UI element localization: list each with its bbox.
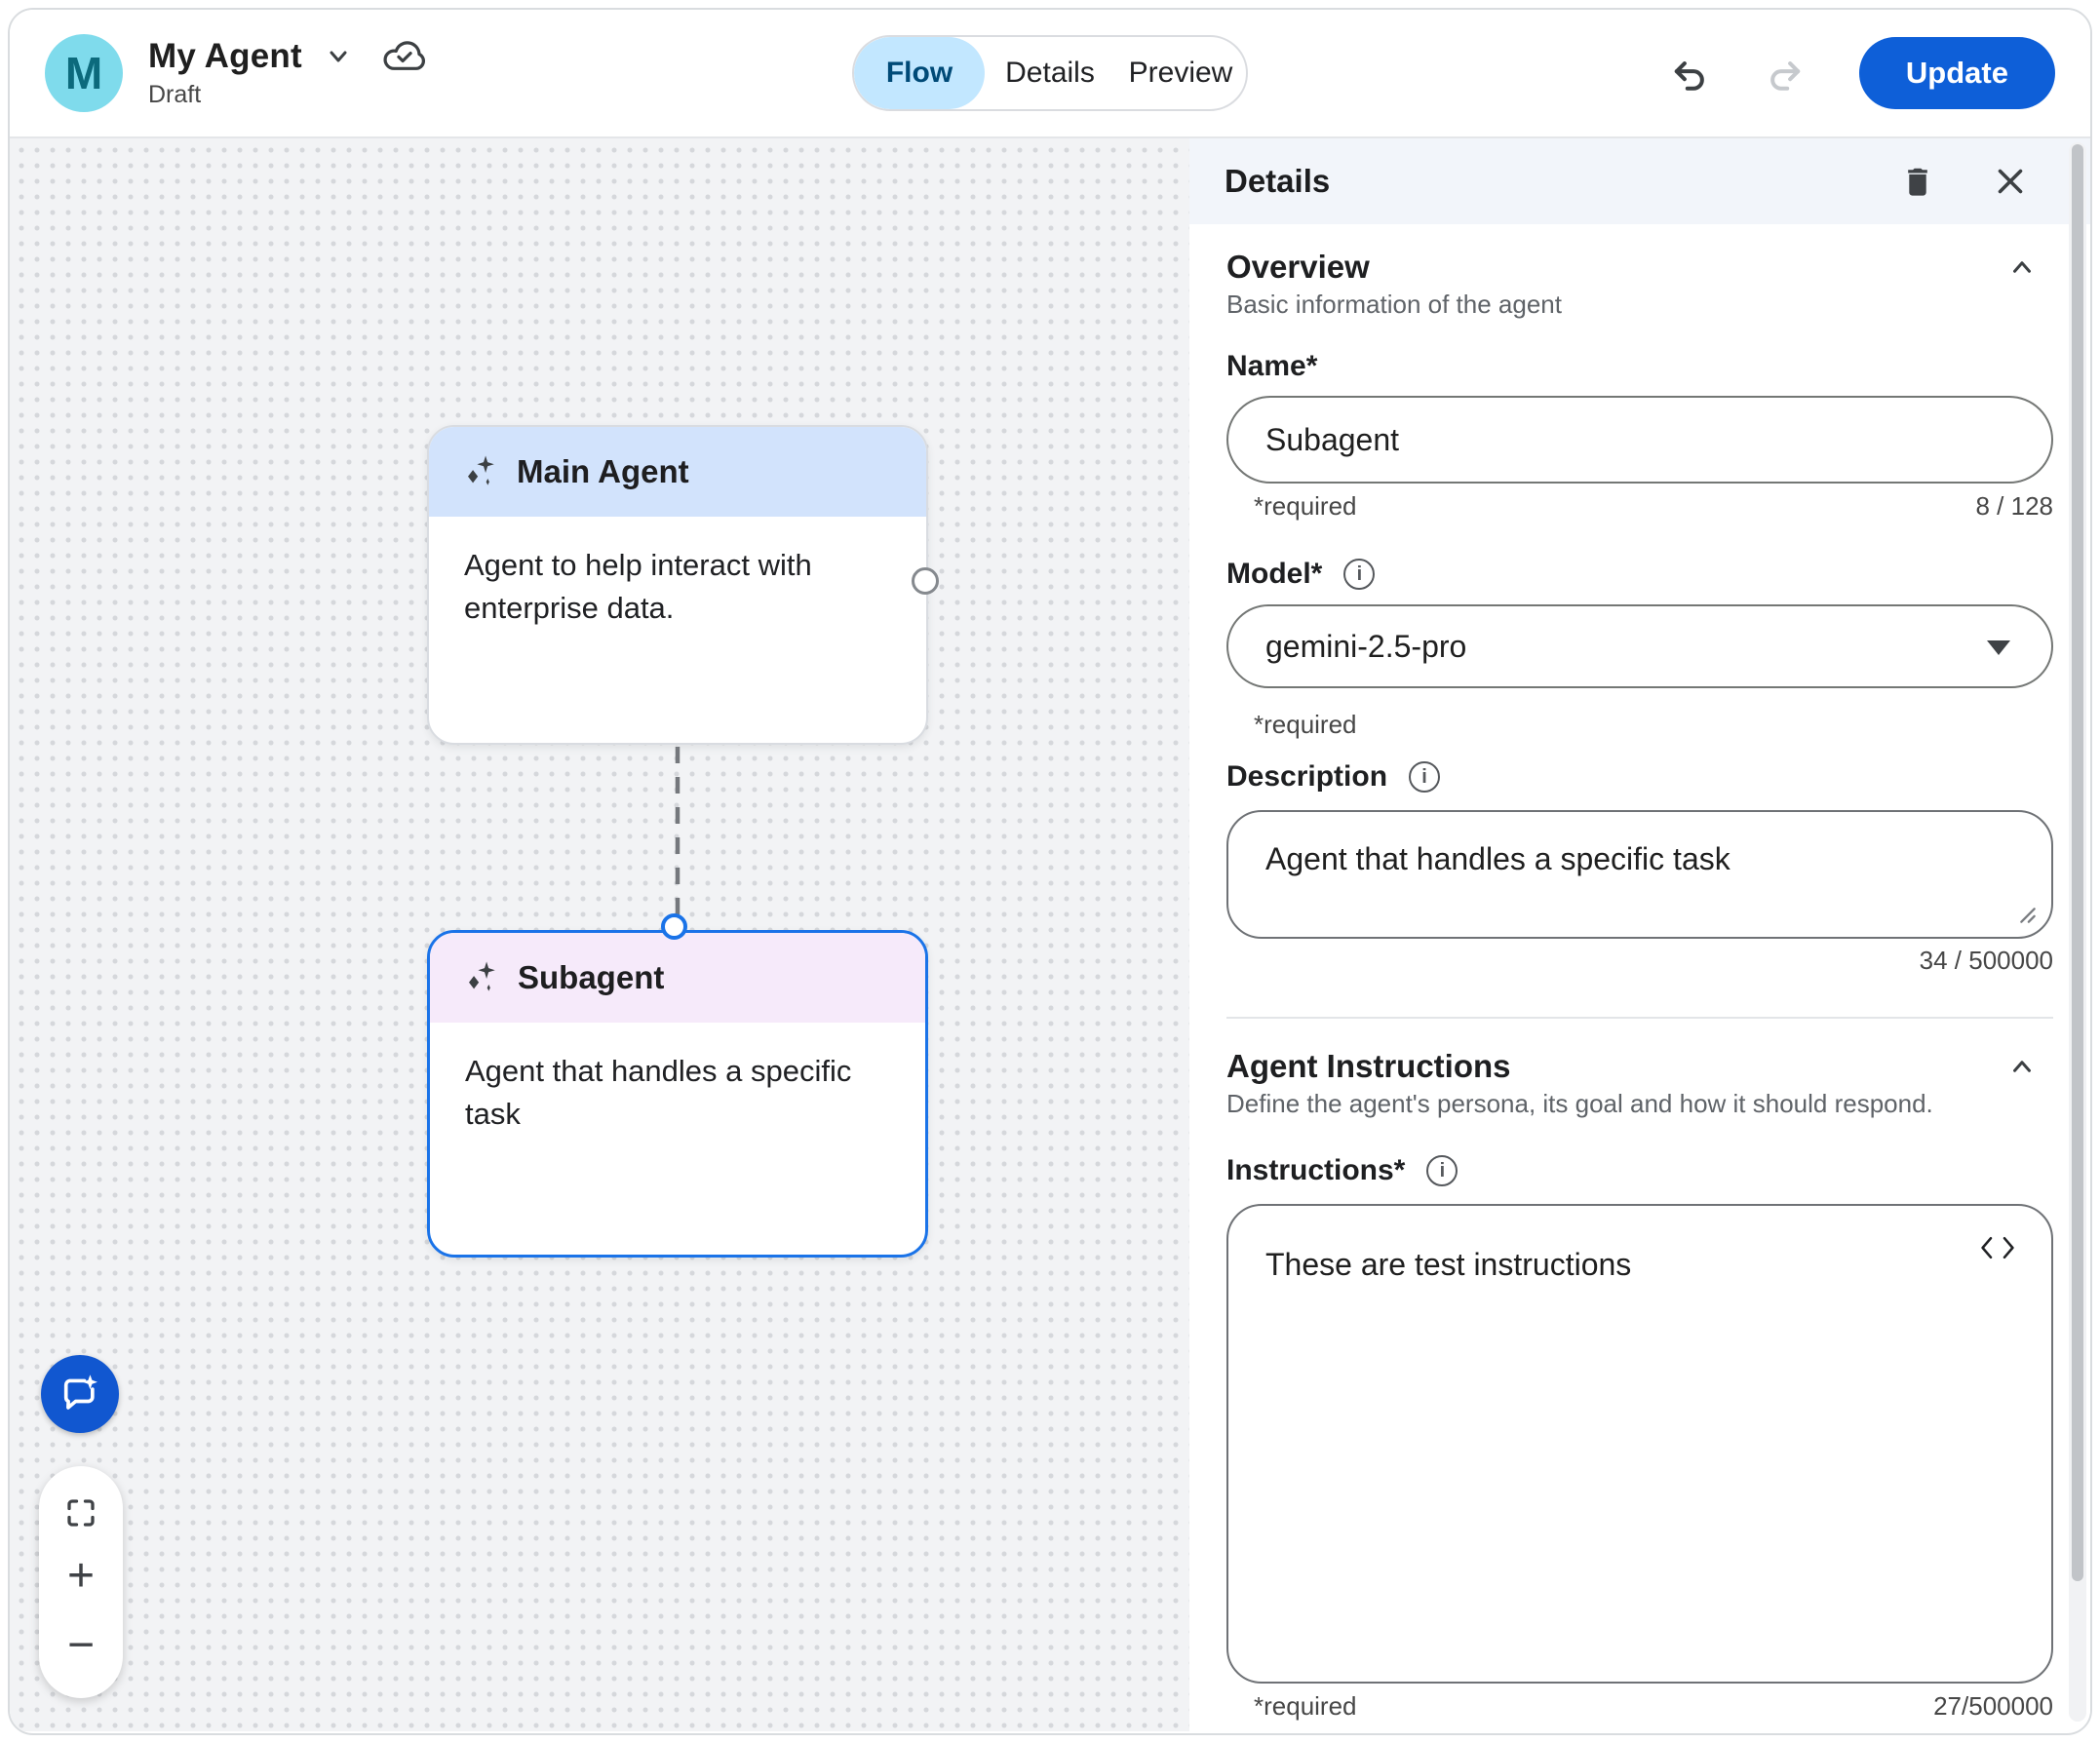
flow-canvas[interactable]: Main Agent Agent to help interact with e…	[10, 138, 1189, 1731]
redo-icon[interactable]	[1764, 52, 1807, 95]
node-title: Main Agent	[517, 453, 689, 489]
agent-instructions-heading: Agent Instructions	[1226, 1048, 1511, 1084]
node-subagent-header: Subagent	[430, 933, 925, 1023]
ai-sparkle-icon	[463, 959, 500, 996]
model-info-icon[interactable]: i	[1343, 559, 1376, 590]
collapse-overview-icon[interactable]	[2006, 252, 2038, 283]
app-window: M My Agent Draft Flow Details Preview	[8, 8, 2092, 1735]
instructions-char-counter: 27/500000	[1933, 1691, 2053, 1721]
edge-main-to-subagent	[675, 747, 681, 930]
overview-heading: Overview	[1226, 249, 1370, 285]
name-char-counter: 8 / 128	[1975, 491, 2053, 521]
chevron-down-icon[interactable]	[324, 42, 353, 71]
instructions-info-icon[interactable]: i	[1426, 1155, 1458, 1186]
description-textarea[interactable]: Agent that handles a specific task	[1228, 812, 2051, 937]
details-panel: Details Overview	[1189, 138, 2090, 1731]
undo-icon[interactable]	[1668, 52, 1711, 95]
dropdown-arrow-icon	[1987, 640, 2010, 655]
page-title: My Agent	[148, 37, 302, 75]
model-label: Model*	[1226, 558, 1323, 590]
model-selected-value: gemini-2.5-pro	[1265, 628, 1467, 664]
panel-scrollbar-thumb[interactable]	[2072, 144, 2083, 1582]
code-view-icon[interactable]	[1977, 1231, 2018, 1264]
avatar: M	[45, 34, 123, 112]
section-divider	[1226, 1017, 2053, 1019]
update-button[interactable]: Update	[1858, 37, 2055, 109]
top-bar: M My Agent Draft Flow Details Preview	[10, 10, 2090, 138]
ai-sparkle-icon	[462, 453, 499, 490]
node-title: Subagent	[518, 959, 665, 995]
model-required-hint: *required	[1254, 710, 1357, 739]
tab-flow[interactable]: Flow	[854, 37, 985, 109]
description-field: Agent that handles a specific task	[1226, 810, 2053, 939]
chat-sparkle-icon	[58, 1373, 101, 1415]
node-main-agent[interactable]: Main Agent Agent to help interact with e…	[427, 425, 928, 745]
node-main-agent-output-port[interactable]	[912, 567, 939, 595]
fit-screen-button[interactable]	[63, 1495, 98, 1530]
description-char-counter: 34 / 500000	[1919, 946, 2053, 975]
node-main-agent-header: Main Agent	[429, 427, 926, 517]
close-icon[interactable]	[1993, 164, 2028, 199]
node-description: Agent that handles a specific task	[465, 1054, 852, 1132]
name-input[interactable]	[1226, 396, 2053, 484]
zoom-out-button[interactable]: −	[66, 1619, 96, 1672]
status-badge: Draft	[148, 81, 202, 108]
canvas-zoom-controls: + −	[39, 1466, 123, 1698]
zoom-in-button[interactable]: +	[66, 1549, 96, 1602]
node-subagent[interactable]: Subagent Agent that handles a specific t…	[427, 930, 928, 1258]
instructions-field: These are test instructions	[1226, 1204, 2053, 1684]
tab-preview[interactable]: Preview	[1128, 57, 1233, 89]
instructions-textarea[interactable]: These are test instructions	[1228, 1206, 2051, 1682]
details-panel-body: Overview Basic information of the agent …	[1189, 224, 2090, 1731]
agent-instructions-subheading: Define the agent's persona, its goal and…	[1226, 1089, 1933, 1118]
instructions-required-hint: *required	[1254, 1691, 1357, 1721]
tab-details[interactable]: Details	[1005, 57, 1095, 89]
name-required-hint: *required	[1254, 491, 1357, 521]
chat-assistant-button[interactable]	[41, 1355, 119, 1433]
model-select[interactable]: gemini-2.5-pro	[1226, 604, 2053, 688]
overview-subheading: Basic information of the agent	[1226, 290, 1562, 319]
resize-handle-icon[interactable]	[2018, 906, 2038, 925]
title-block: My Agent Draft	[148, 37, 427, 109]
panel-scrollbar[interactable]	[2069, 142, 2086, 1722]
delete-icon[interactable]	[1899, 163, 1936, 200]
description-label: Description	[1226, 760, 1388, 793]
node-description: Agent to help interact with enterprise d…	[464, 548, 812, 626]
cloud-done-icon	[382, 39, 427, 74]
collapse-instructions-icon[interactable]	[2006, 1051, 2038, 1082]
instructions-label: Instructions*	[1226, 1154, 1406, 1186]
node-subagent-input-port[interactable]	[661, 913, 687, 940]
panel-title: Details	[1225, 163, 1331, 199]
view-tab-group: Flow Details Preview	[852, 35, 1248, 111]
description-info-icon[interactable]: i	[1409, 761, 1441, 793]
name-label: Name*	[1226, 350, 1318, 382]
details-panel-header: Details	[1189, 138, 2090, 224]
